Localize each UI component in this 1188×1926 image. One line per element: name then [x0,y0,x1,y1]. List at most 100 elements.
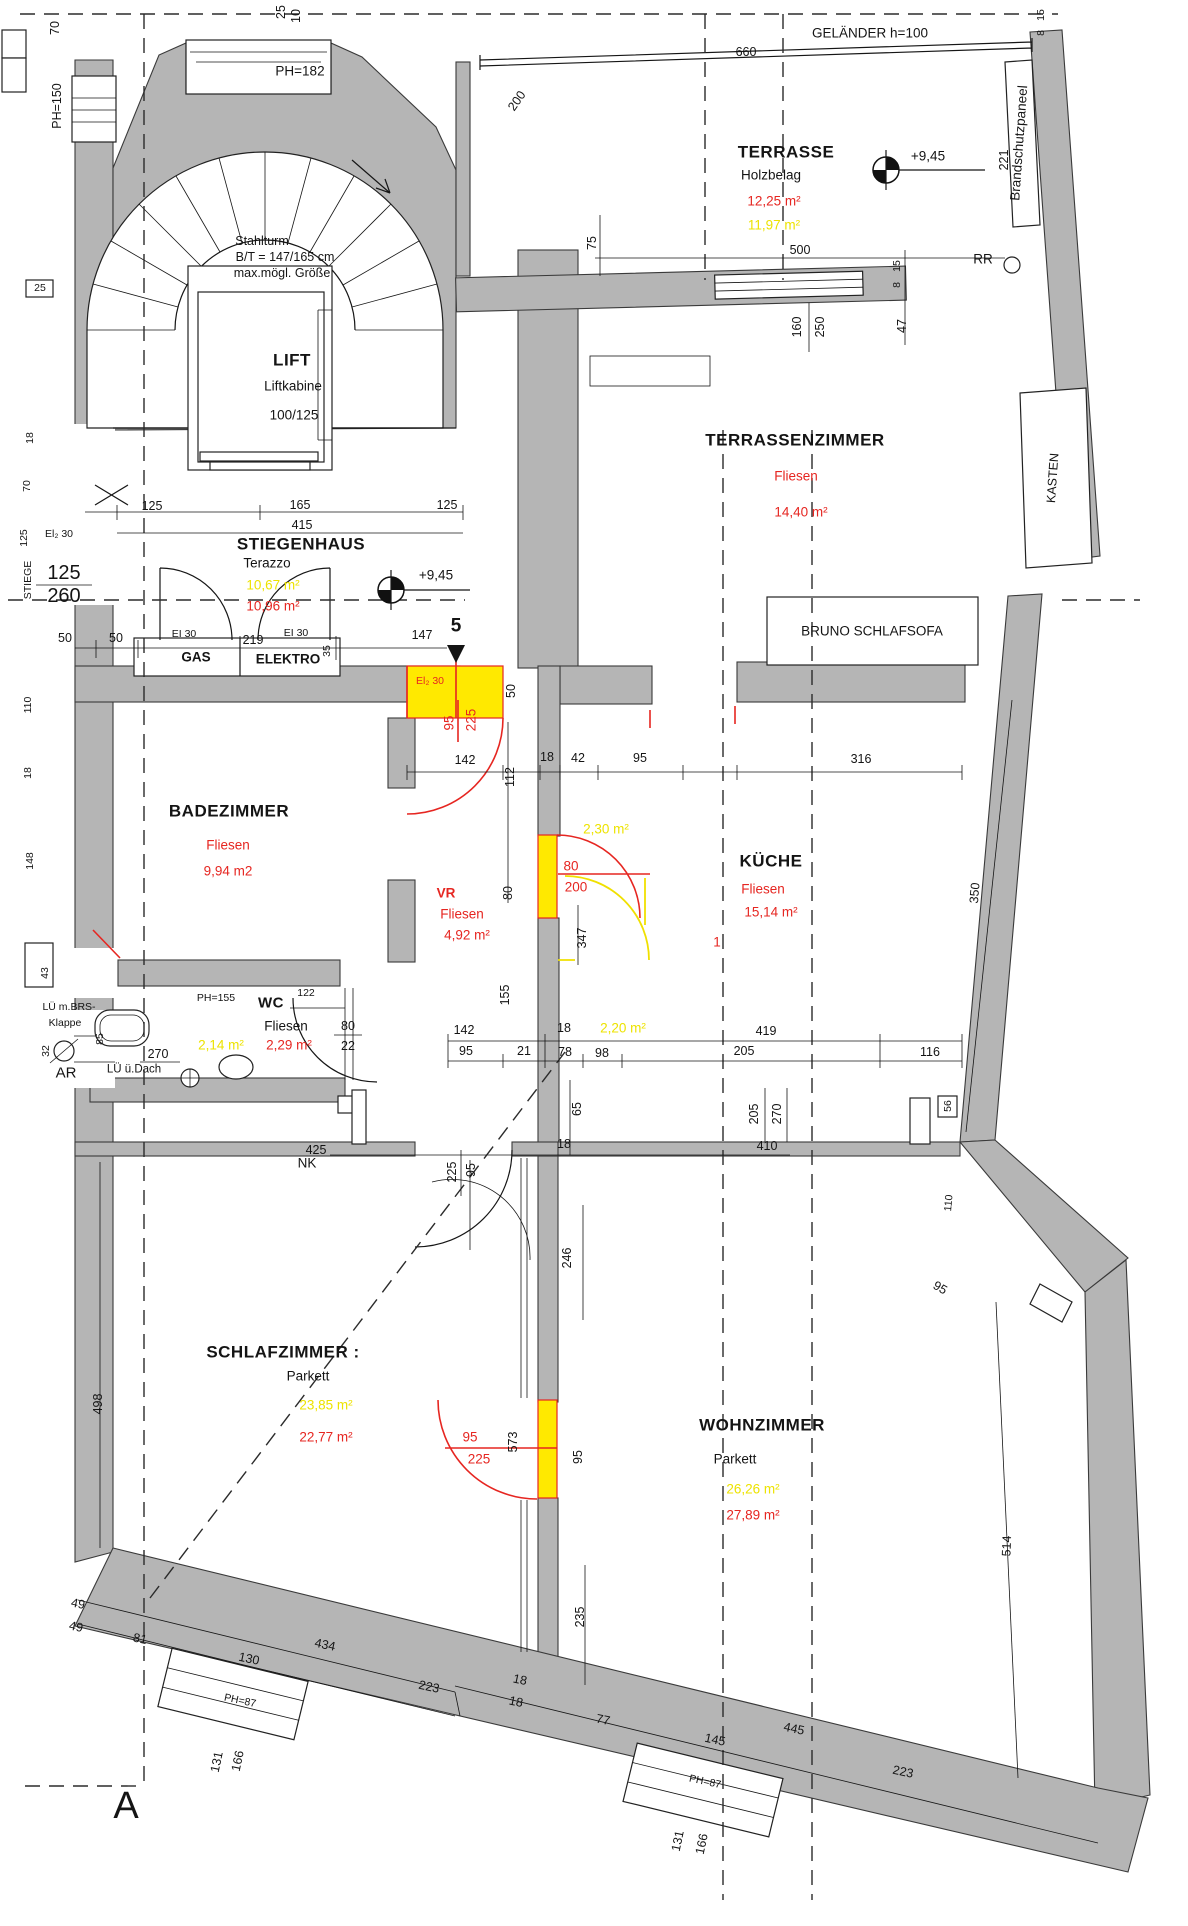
label-ei30b: EI 30 [283,626,309,639]
wall-terrace-south [455,265,907,313]
dim-80-rot: 80 [500,886,515,900]
door-wc-arc [292,997,378,1083]
red-mark-kueche-opening [649,706,736,728]
dim-415: 415 [291,517,313,532]
partition-lines [344,988,528,1652]
wall-box-56 [937,1095,958,1118]
dim-425: 425 [305,1142,327,1157]
lift-door-a [199,451,319,462]
dim-50-rot: 50 [503,684,518,698]
dimension-lines [36,215,1099,1844]
dim-270a: 270 [147,1046,169,1061]
window-right-slant [1029,1283,1073,1323]
dim-225-red: 225 [467,1451,491,1467]
label-lue1b: Klappe [48,1016,82,1029]
wall-corridor-right-4 [537,1497,559,1664]
room-wohn-area-old: 26,26 m² [726,1481,780,1497]
dim-left-18b: 18 [21,767,34,779]
room-terrasse-title: TERRASSE [737,142,835,162]
dim-75: 75 [584,236,599,250]
wall-right-wohn [1084,1258,1151,1809]
room-lift-title: LIFT [273,350,311,370]
label-pos5: 5 [450,615,462,637]
dim-410: 410 [756,1138,778,1153]
room-stg-area-new: 10,96 m² [246,598,300,614]
dim-18a: 18 [540,749,554,764]
dim-door-95: 95 [441,715,457,731]
stahlturm-l3: max.mögl. Größe [233,265,331,280]
dim-21: 21 [517,1043,531,1058]
room-bad-floor: Fliesen [206,837,250,853]
wall-schlaf-north-a [74,1141,416,1157]
label-gas: GAS [181,649,211,665]
dim-top-10: 10 [288,9,303,23]
dim-316: 316 [850,751,872,766]
wall-tz-south-b [736,661,966,703]
dim-lift-125a: 125 [141,498,163,513]
dim-81: 81 [131,1630,149,1648]
dim-350: 350 [966,881,983,904]
lift-cabin [197,291,325,463]
dim-221: 221 [996,149,1011,171]
label-level-stiegenhaus: +9,45 [418,567,454,583]
window-bottom-2 [622,1742,784,1838]
box-25 [25,279,54,298]
label-rr: RR [973,251,993,267]
wall-kueche-south [557,1141,961,1157]
dim-95a: 95 [633,750,647,765]
dim-155: 155 [497,984,512,1006]
room-wc-area-old: 2,14 m² [198,1037,244,1053]
room-terrasse-floor: Holzbelag [740,167,802,183]
dim-122: 122 [297,986,315,999]
room-kueche-area-partial: 1 [713,934,721,950]
room-wohn-floor: Parkett [713,1451,757,1467]
closet-door-arc-right [257,567,331,641]
wall-bad-right-b [387,879,416,963]
label-ei30a: EI 30 [171,627,197,640]
dim-205b: 205 [746,1103,761,1125]
box-left-b [1,57,27,93]
stair-walkline-arrow [351,159,391,194]
lift-jamb [317,309,332,441]
dim-80-red: 80 [563,858,579,874]
dim-219: 219 [242,632,264,647]
room-tz-title: TERRASSENZIMMER [705,430,885,450]
dim-box-25: 25 [34,281,46,294]
dim-347: 347 [574,927,589,949]
room-schlaf-area-old: 23,85 m² [299,1397,353,1413]
room-wc-floor: Fliesen [264,1018,308,1034]
room-wc-area-new: 2,29 m² [266,1037,312,1053]
wall-bad-south [117,959,341,987]
door-125-opening [74,505,115,605]
label-lue1: LÜ m.BRS- [42,1000,96,1013]
label-gelaender: GELÄNDER h=100 [812,25,928,41]
dim-32: 32 [39,1045,52,1057]
room-schlaf-floor: Parkett [286,1368,330,1384]
dim-18c: 18 [557,1136,571,1151]
label-level-terrasse: +9,45 [910,148,946,164]
dim-147: 147 [411,627,433,642]
dim-78: 78 [558,1044,572,1059]
stair-entry-cross [94,484,129,506]
dim-35: 35 [320,645,333,657]
door-entry-arc [406,717,504,815]
label-ph155: PH=155 [196,991,236,1004]
room-lift-sub: Liftkabine [264,378,322,394]
room-stg-title: STIEGENHAUS [236,534,366,554]
room-kueche-floor: Fliesen [741,881,785,897]
level-marker-terrasse [872,150,985,190]
dim-142a: 142 [454,752,476,767]
label-stiege: STIEGE [21,560,34,600]
room-vr-title: VR [436,885,456,901]
dim-95-red: 95 [462,1429,478,1445]
nk-slot [351,1089,367,1145]
wall-right-kueche [959,593,1043,1143]
dim-lift-165: 165 [289,497,311,512]
dim-419: 419 [755,1023,777,1038]
dim-top-25: 25 [273,5,288,19]
door-yellow-schlaf [537,1399,558,1499]
dim-50b: 50 [109,630,123,645]
wall-corridor-right-3 [537,1155,559,1403]
room-wc-title: WC [258,994,284,1012]
label-nk: NK [297,1155,317,1171]
